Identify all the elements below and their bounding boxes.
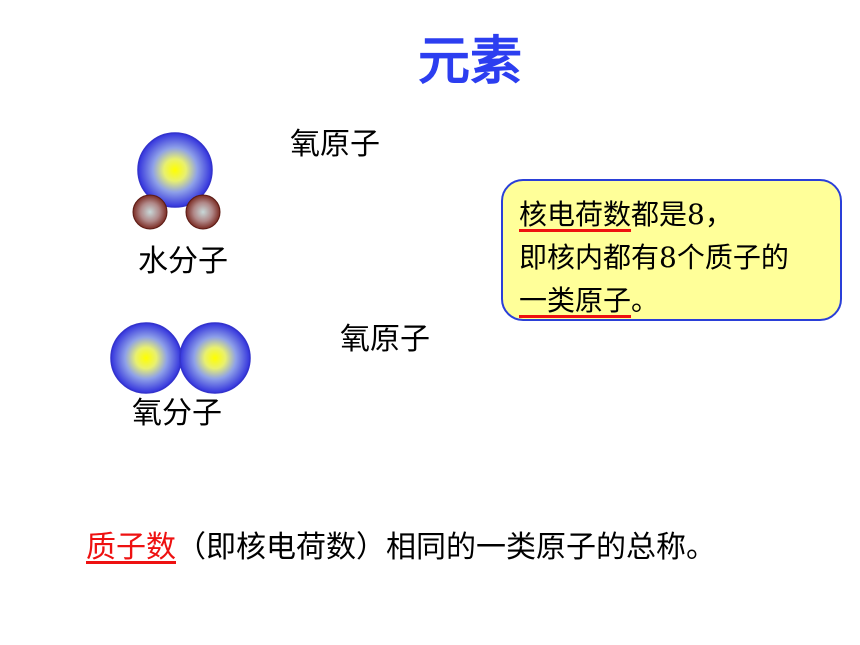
oxygen-molecule-diagram (110, 322, 251, 394)
oxygen-molecule-label: 氧分子 (132, 396, 222, 431)
oxygen-atom-left (110, 322, 182, 394)
definition-keyword: 质子数 (86, 530, 176, 565)
oxygen-atom-right (179, 322, 251, 394)
callout-line-3: 一类原子。 (519, 279, 830, 322)
element-definition: 质子数（即核电荷数）相同的一类原子的总称。 (86, 528, 716, 568)
water-hydrogen-atom-left (132, 194, 168, 230)
callout-underlined-term-2: 一类原子 (519, 284, 632, 317)
water-oxygen-atom (137, 132, 213, 208)
callout-line-3-text: 。 (631, 284, 660, 317)
oxygen-atom-label: 氧原子 (340, 322, 430, 357)
water-molecule-label: 水分子 (138, 244, 228, 279)
callout-line-2: 即核内都有8个质子的 (519, 241, 789, 274)
water-hydrogen-atom-right (185, 194, 221, 230)
page-title: 元素 (417, 32, 522, 92)
water-molecule-diagram (132, 132, 221, 230)
callout-line-1-text: 都是8， (631, 198, 733, 231)
water-oxygen-atom-label: 氧原子 (290, 127, 380, 162)
callout-underlined-term-1: 核电荷数 (519, 198, 632, 231)
definition-text: （即核电荷数）相同的一类原子的总称。 (176, 530, 716, 565)
callout-line-1: 核电荷数都是8， (519, 193, 830, 236)
callout-box: 核电荷数都是8， 即核内都有8个质子的 一类原子。 (501, 179, 842, 321)
